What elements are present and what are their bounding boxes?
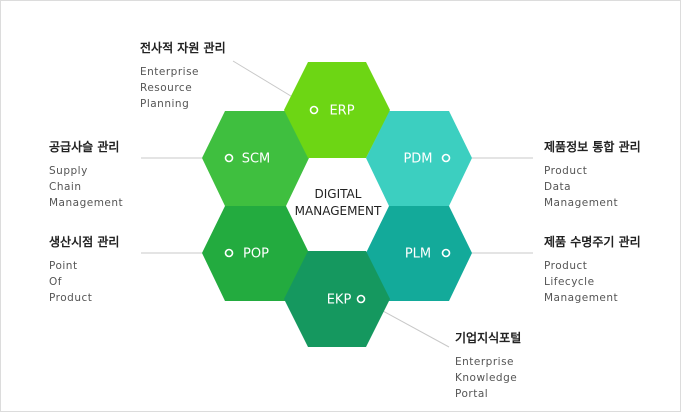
block-scm-line: Supply bbox=[49, 165, 88, 177]
label-erp: ERP bbox=[329, 104, 354, 119]
label-pop: POP bbox=[243, 247, 269, 262]
block-pop-line: Point bbox=[49, 260, 78, 272]
block-plm-line: Lifecycle bbox=[544, 276, 595, 288]
block-pop-line: Of bbox=[49, 276, 62, 288]
dot-plm bbox=[441, 248, 451, 258]
center-line-1: DIGITAL bbox=[315, 187, 362, 201]
block-pdm-lines: Product Data Management bbox=[544, 163, 641, 211]
block-ekp-lines: Enterprise Knowledge Portal bbox=[455, 354, 521, 402]
dot-erp bbox=[309, 105, 319, 115]
block-plm-line: Management bbox=[544, 292, 619, 304]
label-scm: SCM bbox=[242, 152, 271, 167]
label-pdm: PDM bbox=[403, 152, 432, 167]
block-erp-lines: Enterprise Resource Planning bbox=[140, 64, 226, 112]
block-pdm: 제품정보 통합 관리 Product Data Management bbox=[544, 139, 641, 211]
dot-pop bbox=[224, 248, 234, 258]
block-pdm-line: Management bbox=[544, 197, 619, 209]
block-erp: 전사적 자원 관리 Enterprise Resource Planning bbox=[140, 40, 226, 112]
block-scm-lines: Supply Chain Management bbox=[49, 163, 123, 211]
block-scm-title: 공급사슬 관리 bbox=[49, 140, 120, 154]
block-ekp: 기업지식포털 Enterprise Knowledge Portal bbox=[455, 330, 521, 402]
block-pop-title: 생산시점 관리 bbox=[49, 235, 120, 249]
block-ekp-line: Portal bbox=[455, 388, 489, 400]
label-ekp: EKP bbox=[327, 293, 352, 308]
dot-ekp bbox=[356, 294, 366, 304]
label-plm: PLM bbox=[405, 247, 431, 262]
block-scm-line: Management bbox=[49, 197, 124, 209]
dot-pdm bbox=[441, 153, 451, 163]
block-erp-title: 전사적 자원 관리 bbox=[140, 41, 226, 55]
hex-pop bbox=[202, 206, 309, 301]
block-scm-line: Chain bbox=[49, 181, 82, 193]
block-pdm-title: 제품정보 통합 관리 bbox=[544, 140, 641, 154]
block-scm: 공급사슬 관리 Supply Chain Management bbox=[49, 139, 123, 211]
block-pop-lines: Point Of Product bbox=[49, 258, 119, 306]
block-plm-line: Product bbox=[544, 260, 588, 272]
block-erp-line: Enterprise bbox=[140, 66, 200, 78]
hex-erp bbox=[284, 62, 390, 158]
block-pdm-line: Product bbox=[544, 165, 588, 177]
dot-scm bbox=[224, 153, 234, 163]
block-plm-lines: Product Lifecycle Management bbox=[544, 258, 641, 306]
center-line-2: MANAGEMENT bbox=[295, 204, 382, 218]
hex-ekp bbox=[284, 251, 390, 347]
block-ekp-line: Enterprise bbox=[455, 356, 515, 368]
hex-scm bbox=[202, 111, 309, 206]
hex-pdm bbox=[366, 111, 472, 206]
block-pop: 생산시점 관리 Point Of Product bbox=[49, 234, 119, 306]
block-pop-line: Product bbox=[49, 292, 93, 304]
block-ekp-line: Knowledge bbox=[455, 372, 518, 384]
block-erp-line: Resource bbox=[140, 82, 193, 94]
hex-plm bbox=[366, 206, 472, 301]
block-plm: 제품 수명주기 관리 Product Lifecycle Management bbox=[544, 234, 641, 306]
block-erp-line: Planning bbox=[140, 98, 190, 110]
block-pdm-line: Data bbox=[544, 181, 572, 193]
block-plm-title: 제품 수명주기 관리 bbox=[544, 235, 641, 249]
block-ekp-title: 기업지식포털 bbox=[455, 331, 522, 345]
